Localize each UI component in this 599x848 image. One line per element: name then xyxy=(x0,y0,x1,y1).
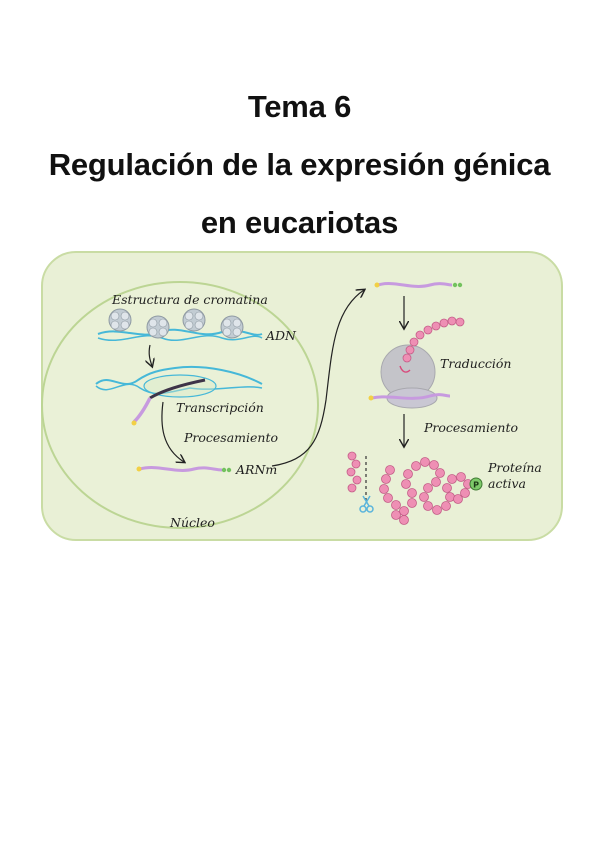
scissors-icon xyxy=(359,495,374,513)
nucleus-outline xyxy=(41,281,319,529)
nucleosome-2 xyxy=(146,315,170,339)
label-chromatin: Estructura de cromatina xyxy=(111,292,268,307)
mrna-cytoplasm xyxy=(374,282,463,288)
title-line-2: Regulación de la expresión génica xyxy=(48,147,551,182)
label-nucleus: Núcleo xyxy=(169,515,215,530)
label-transcription: Transcripción xyxy=(176,400,264,415)
title-line-3: en eucariotas xyxy=(200,205,399,240)
label-processing-nucleus: Procesamiento xyxy=(183,430,278,445)
cleaved-fragment xyxy=(346,451,367,502)
title-line-1: Tema 6 xyxy=(247,89,352,124)
active-protein xyxy=(379,457,473,525)
nascent-polypeptide xyxy=(402,316,465,363)
arrow-transcription-to-mrna xyxy=(161,401,184,462)
arrow-chromatin-to-transcription xyxy=(149,344,152,366)
chromatin-dna xyxy=(97,308,263,342)
label-active-protein-line2: activa xyxy=(488,476,526,491)
label-dna: ADN xyxy=(265,328,297,343)
ribosome xyxy=(368,344,451,409)
mrna-nucleus xyxy=(136,466,232,473)
nucleosome-1 xyxy=(108,308,132,332)
nucleosome-3 xyxy=(182,308,206,332)
title-block: Tema 6 Regulación de la expresión génica… xyxy=(0,78,599,252)
transcription-bubble xyxy=(95,365,263,426)
label-active-protein-line1: Proteína xyxy=(487,460,542,475)
label-processing-cytoplasm: Procesamiento xyxy=(423,420,518,435)
label-translation: Traducción xyxy=(440,356,511,371)
nucleosome-4 xyxy=(220,315,244,339)
phosphate-label: P xyxy=(473,481,479,490)
label-mrna: ARNm xyxy=(235,462,277,477)
arrow-export-to-cytoplasm xyxy=(271,290,364,467)
phosphate-group: P xyxy=(469,477,483,491)
